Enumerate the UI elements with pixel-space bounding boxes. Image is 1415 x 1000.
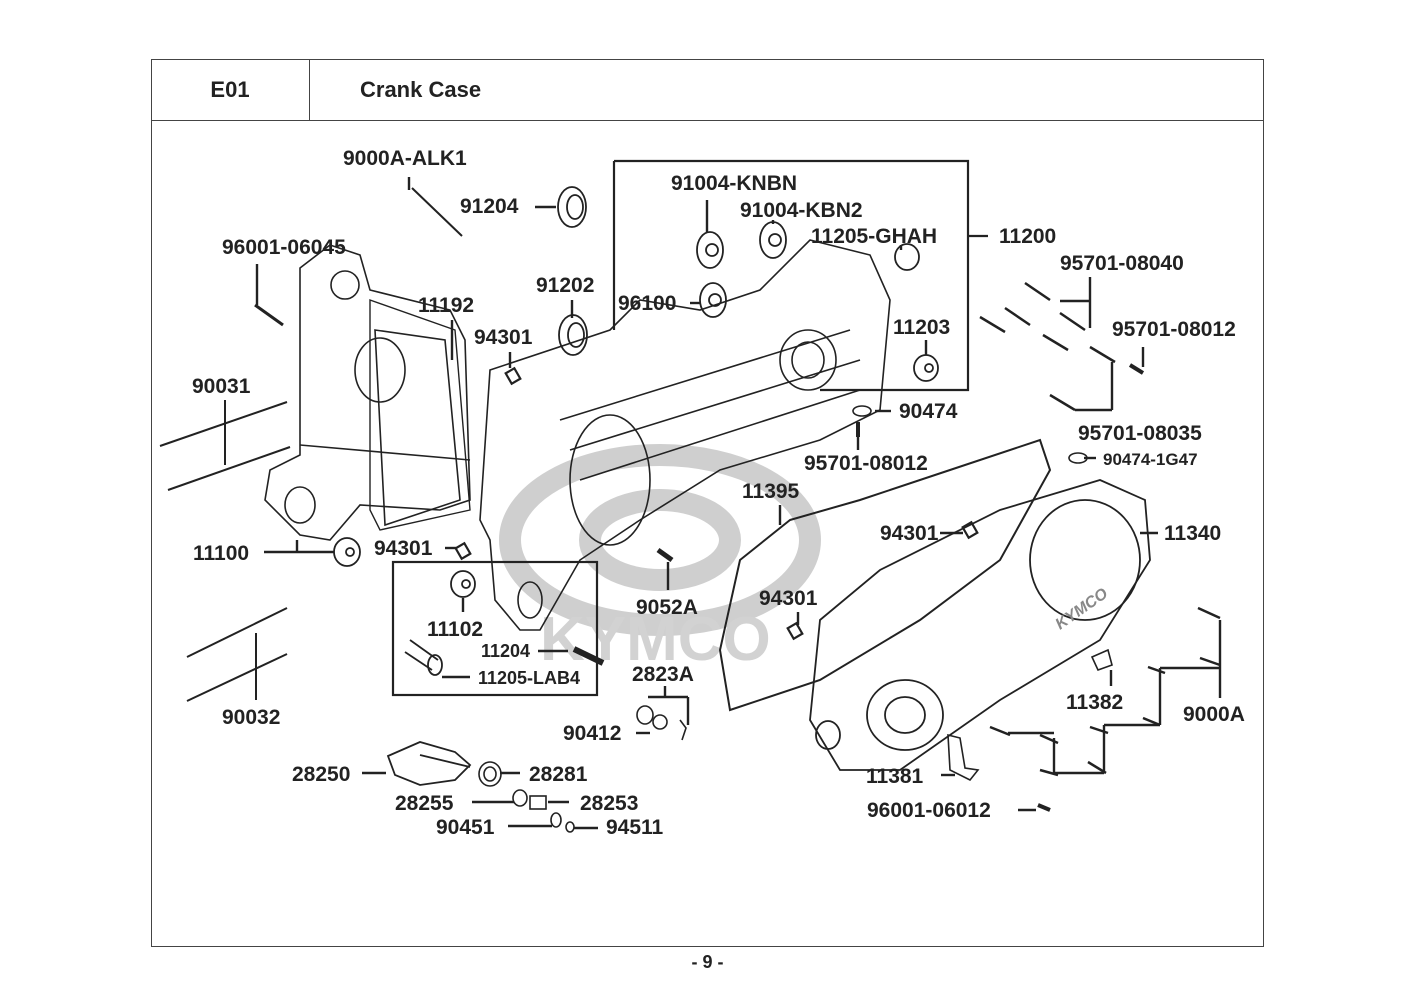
dowel-94301-a	[504, 366, 522, 386]
part-label: 94301	[474, 326, 533, 349]
part-label: 91004-KBN2	[740, 199, 863, 222]
part-label: 94511	[606, 816, 664, 839]
section-title: Crank Case	[360, 77, 482, 102]
page-number: - 9 -	[691, 952, 724, 972]
stud-bolts-90031	[159, 400, 291, 491]
bolts-95701-08040	[979, 281, 1086, 352]
spring-28281	[478, 761, 502, 787]
bushing-11100	[333, 537, 361, 567]
part-label: 91202	[536, 274, 595, 297]
part-label: 95701-08035	[1078, 422, 1202, 445]
dowel-94301-c	[454, 541, 472, 561]
part-label: 90451	[436, 816, 495, 839]
kick-starter-spindle-28250	[386, 741, 472, 786]
part-label: 11395	[742, 480, 800, 503]
diagram-frame	[151, 59, 1264, 947]
bolt-96001-06045	[254, 303, 284, 327]
cover-logo-text: KYMCO	[1053, 585, 1112, 633]
part-label: 91204	[460, 195, 519, 218]
sleeve-11205-LAB4	[404, 639, 443, 676]
bushing-11203	[913, 354, 939, 382]
bolt-96001-06012	[1037, 803, 1051, 812]
part-label: 9052A	[636, 596, 698, 619]
bracket-11381	[947, 733, 980, 782]
part-label: 9000A	[1183, 703, 1245, 726]
part-label: 90474-1G47	[1103, 450, 1198, 469]
part-label: 91004-KNBN	[671, 172, 798, 195]
leader-lines	[255, 177, 1222, 830]
gasket-11192-drawing	[369, 299, 471, 531]
part-label: 11381	[866, 765, 924, 788]
bolt-9000A-ALK1	[411, 187, 463, 237]
dowel-94301-b	[961, 520, 979, 540]
part-label: 11204	[481, 641, 531, 661]
watermark-text: KYMCO	[540, 605, 771, 674]
part-label: 28281	[529, 763, 588, 786]
part-label: 11192	[418, 294, 475, 317]
left-crankcase-drawing	[264, 244, 471, 541]
part-label: 28253	[580, 792, 639, 815]
part-label: 11205-GHAH	[811, 225, 938, 248]
header-divider	[151, 120, 1264, 121]
part-label: 28255	[395, 792, 454, 815]
oil-seal-91204	[557, 186, 587, 228]
clip-11382	[1090, 648, 1113, 671]
part-label: 11100	[193, 542, 250, 565]
gasket-11395-drawing	[718, 438, 1052, 712]
washer-90451	[550, 812, 562, 828]
right-crankcase-drawing	[479, 239, 891, 631]
part-label: 11102	[427, 618, 484, 641]
part-label: 96001-06012	[867, 799, 991, 822]
washer-90474	[852, 405, 872, 437]
dowel-94301-d	[786, 621, 804, 641]
part-label: 94301	[759, 587, 818, 610]
transmission-cover-11340-drawing	[809, 479, 1151, 771]
bearing-91004-KNBN	[696, 231, 724, 269]
part-label: 90032	[222, 706, 281, 729]
part-label: 90412	[563, 722, 622, 745]
part-label: 11200	[999, 225, 1057, 248]
oil-seal-91202	[558, 314, 588, 356]
bushing-28253	[529, 795, 547, 810]
part-label: 11203	[893, 316, 951, 339]
part-label: 11205-LAB4	[478, 668, 581, 688]
part-label: 11340	[1164, 522, 1222, 545]
bolts-95701-08035	[1049, 345, 1116, 412]
bearing-91004-KBN2	[759, 221, 787, 259]
pin-11204	[572, 646, 605, 666]
part-label: 90031	[192, 375, 251, 398]
part-label: 95701-08012	[1112, 318, 1236, 341]
part-label: 95701-08040	[1060, 252, 1184, 275]
part-label: 96001-06045	[222, 236, 346, 259]
part-label: 90474	[899, 400, 958, 423]
clip-94511	[565, 821, 575, 833]
part-label: 95701-08012	[804, 452, 928, 475]
part-label: 2823A	[632, 663, 694, 686]
part-label: 94301	[374, 537, 433, 560]
part-label: 96100	[618, 292, 677, 315]
bushing-11102	[450, 570, 476, 598]
stud-bolts-90032	[186, 607, 288, 702]
part-label: 11382	[1066, 691, 1124, 714]
part-label: 9000A-ALK1	[343, 147, 467, 170]
bolt-9052A	[656, 547, 674, 563]
bearing-96100	[699, 282, 727, 318]
part-label: 28250	[292, 763, 351, 786]
washer-28255	[512, 789, 528, 807]
bushing-11205-GHAH	[894, 243, 920, 271]
plug-2823A	[636, 705, 687, 741]
group-box-11200	[614, 159, 970, 392]
bolt-95701-08012-a	[1128, 363, 1145, 375]
group-box-11102	[391, 560, 599, 697]
part-label: 94301	[880, 522, 939, 545]
